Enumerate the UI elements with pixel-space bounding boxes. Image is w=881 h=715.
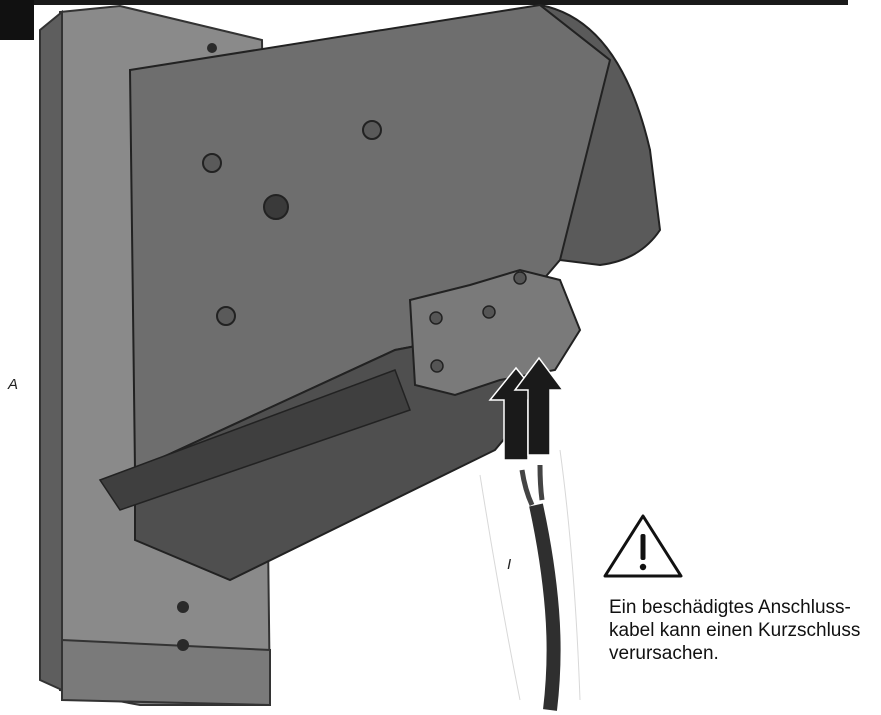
insert-arrow-right bbox=[513, 356, 565, 456]
wall-plate-bottom bbox=[61, 638, 271, 707]
warning-triangle-icon bbox=[603, 514, 683, 578]
housing-side bbox=[539, 4, 662, 267]
cable-sheath bbox=[529, 503, 561, 711]
label-device: A bbox=[8, 376, 19, 393]
terminal-screw-3 bbox=[482, 305, 496, 319]
cable-wire-2 bbox=[537, 464, 545, 501]
cable-wire-1 bbox=[519, 469, 535, 507]
wall-screw-top bbox=[207, 43, 217, 53]
terminal-screw-2 bbox=[430, 359, 444, 373]
label-cable: I bbox=[507, 556, 512, 573]
warning-message: Ein beschädigtes Anschluss- kabel kann e… bbox=[609, 596, 881, 665]
housing-bottom-rail bbox=[98, 369, 411, 511]
page-corner-marker bbox=[0, 0, 34, 40]
wall-screw-lower-1 bbox=[177, 601, 189, 613]
housing-hole bbox=[263, 194, 289, 220]
wall-plate-edge bbox=[39, 9, 63, 692]
wall-screw-lower-2 bbox=[177, 639, 189, 651]
warning-line-1: Ein beschädigtes Anschluss- bbox=[609, 597, 851, 618]
cable-cut-marks bbox=[479, 449, 581, 701]
terminal-screw-1 bbox=[429, 311, 443, 325]
terminal-screw-4 bbox=[513, 271, 527, 285]
warning-line-3: verursachen. bbox=[609, 643, 719, 664]
housing-screw-3 bbox=[216, 306, 236, 326]
housing-screw-1 bbox=[362, 120, 382, 140]
housing-screw-2 bbox=[202, 153, 222, 173]
warning-line-2: kabel kann einen Kurzschluss bbox=[609, 620, 861, 641]
top-rule bbox=[0, 0, 848, 5]
